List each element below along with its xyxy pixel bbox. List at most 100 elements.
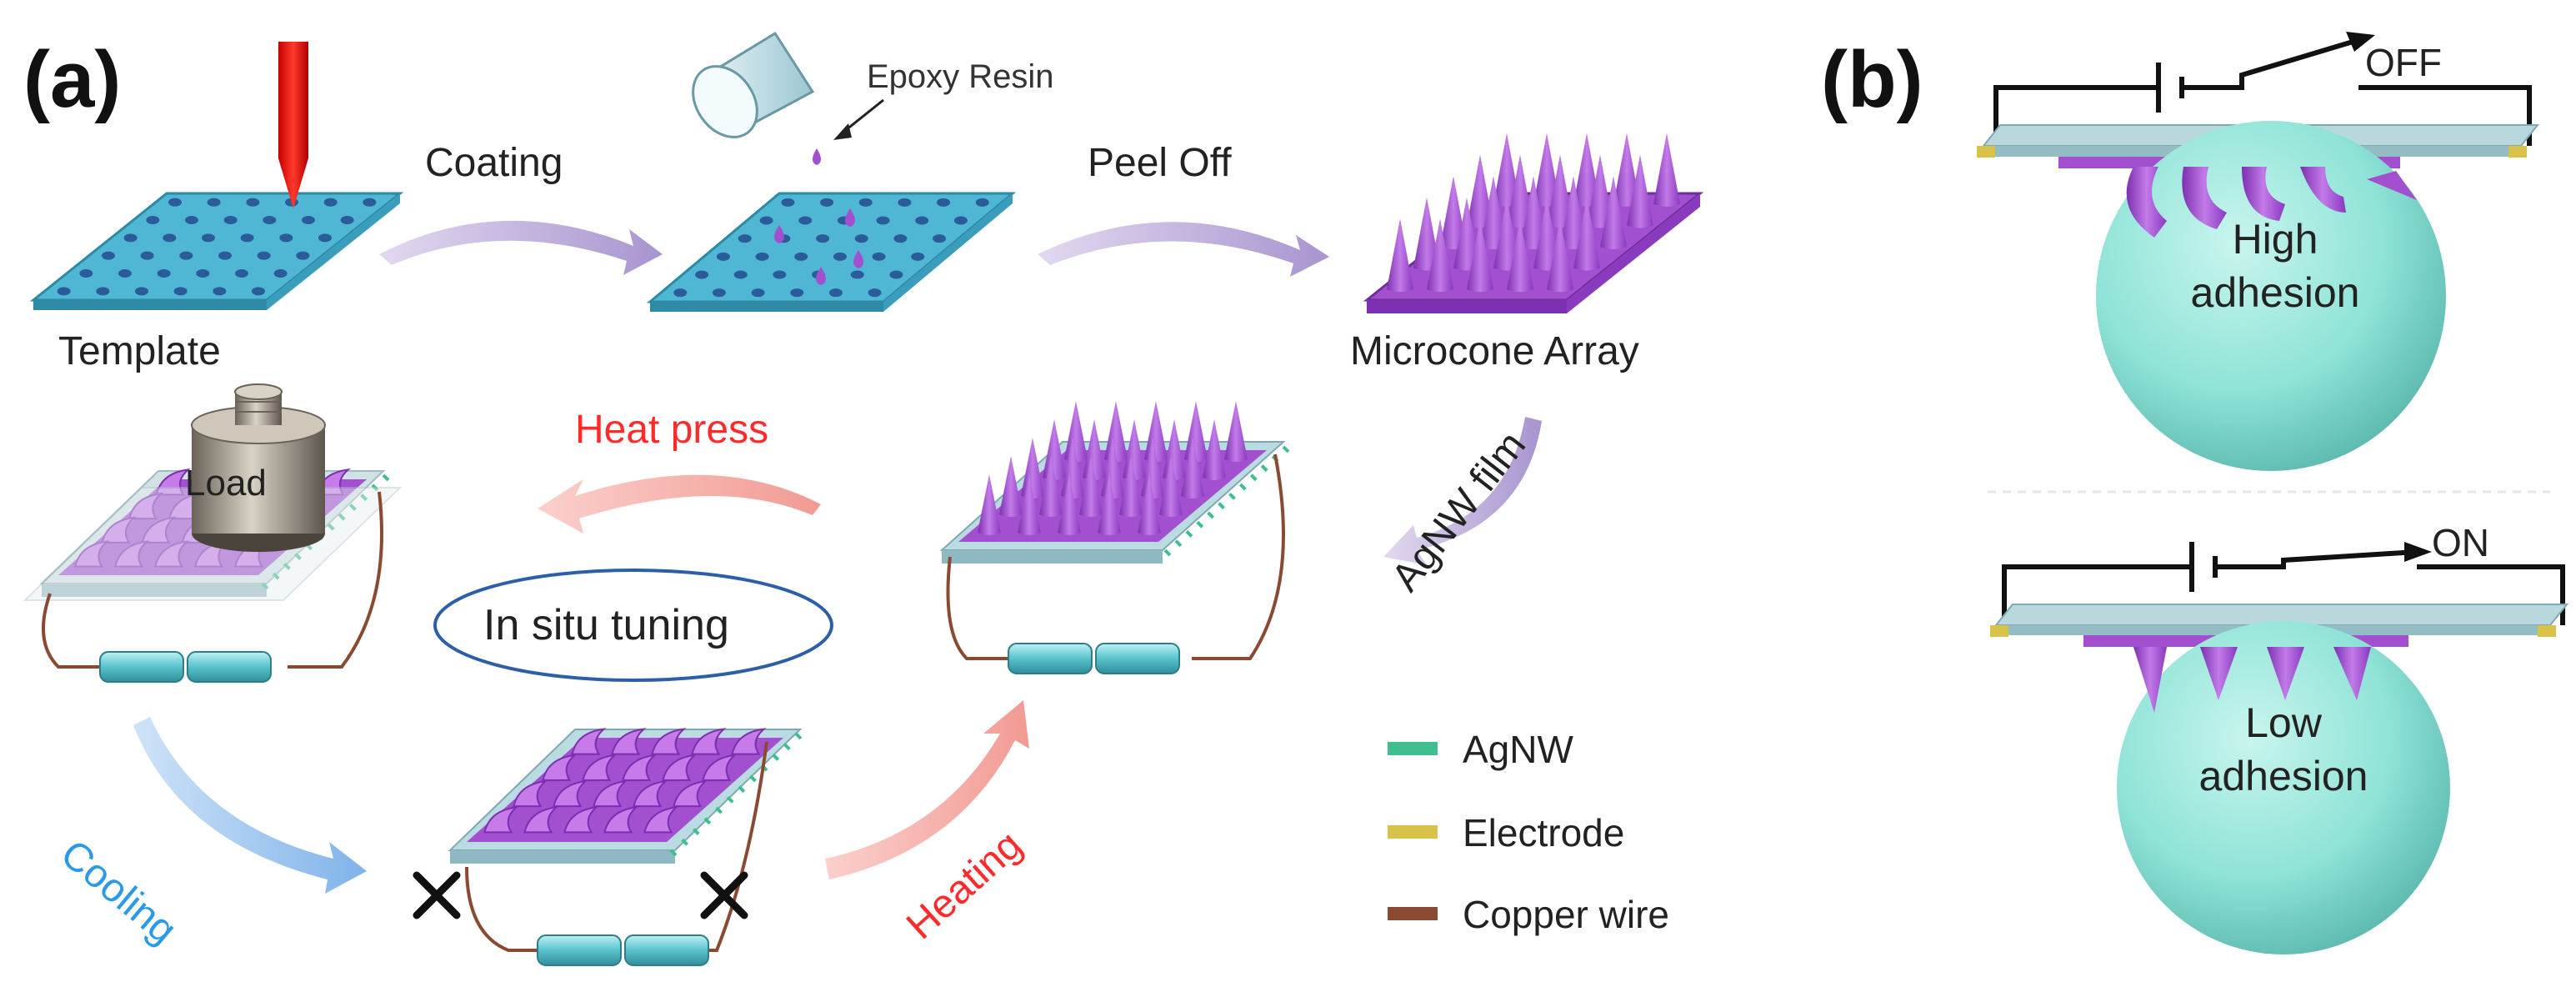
- bent-microcone: [542, 754, 578, 781]
- high-adhesion-label: High adhesion: [2150, 213, 2400, 319]
- microcone: [1453, 197, 1480, 271]
- template-hole: [296, 251, 310, 260]
- template-hole: [781, 198, 795, 207]
- bent-microcone: [651, 728, 687, 755]
- template-hole: [96, 287, 110, 296]
- legend-electrode: Electrode: [1463, 811, 1625, 854]
- switch-off-label: OFF: [2365, 41, 2442, 84]
- bent-microcone: [691, 728, 727, 755]
- legend-agnw: AgNW: [1463, 728, 1573, 771]
- microcone: [1144, 401, 1168, 462]
- microcone: [1413, 197, 1440, 271]
- low-adhesion-label: Low adhesion: [2158, 696, 2408, 803]
- heat-press-arrow: [538, 474, 821, 534]
- low-adhesion-line2: adhesion: [2198, 753, 2368, 799]
- microcone: [1203, 419, 1226, 480]
- resistor: [1095, 643, 1180, 674]
- microcone: [1507, 154, 1533, 228]
- bent-microcone: [571, 728, 607, 755]
- template-hole: [302, 216, 315, 224]
- microcone: [1119, 456, 1143, 517]
- template-hole: [738, 234, 752, 243]
- microcone: [1039, 456, 1063, 517]
- template-hole: [868, 288, 882, 298]
- microcone: [1467, 218, 1493, 293]
- template-hole: [798, 216, 813, 225]
- bent-microcone: [128, 492, 164, 520]
- resistor: [1008, 643, 1093, 674]
- template-hole: [207, 198, 221, 207]
- microcone: [1427, 218, 1453, 293]
- template-hole: [157, 269, 171, 278]
- agnw-film-arrow: [1383, 417, 1542, 565]
- template-hole: [185, 216, 198, 224]
- template-hole: [102, 251, 115, 260]
- device-bottom: [413, 728, 803, 966]
- microcone: [1573, 133, 1600, 207]
- load-label: Load: [185, 463, 267, 504]
- microcone: [1104, 401, 1128, 462]
- template-hole: [135, 287, 148, 296]
- microcone: [1064, 401, 1088, 462]
- bent-microcone: [153, 540, 190, 568]
- laser-needle: [278, 42, 308, 208]
- low-adhesion-line1: Low: [2245, 699, 2322, 746]
- high-adhesion-line1: High: [2232, 216, 2318, 263]
- template-hole: [146, 216, 160, 224]
- template-hole: [140, 251, 154, 260]
- microcone: [1587, 154, 1613, 228]
- resistor: [187, 651, 272, 683]
- panel-b-top: [1977, 32, 2540, 471]
- template-hole: [340, 216, 354, 224]
- resistor: [537, 934, 622, 966]
- panel-b-bottom: [1990, 542, 2569, 954]
- template-hole: [833, 252, 847, 261]
- bent-microcone: [523, 805, 559, 834]
- microcone: [1061, 438, 1084, 499]
- resin-cup: [692, 31, 815, 138]
- template-hole: [790, 288, 804, 298]
- bent-microcone: [113, 540, 150, 568]
- microcone: [1021, 438, 1044, 499]
- microcone: [1058, 474, 1081, 535]
- microcone: [1480, 176, 1507, 249]
- bent-microcone: [553, 779, 588, 808]
- device-right: [939, 401, 1290, 674]
- microcone: [1123, 419, 1146, 480]
- microcone: [1507, 218, 1533, 293]
- template-hole: [223, 216, 238, 224]
- template-hole: [179, 251, 193, 260]
- template-hole: [235, 269, 248, 278]
- template-hole: [213, 287, 227, 296]
- template-hole: [163, 233, 177, 243]
- template-hole: [933, 234, 947, 243]
- heat-press-label: Heat press: [575, 408, 769, 452]
- switch-on-label: ON: [2432, 521, 2489, 564]
- bent-microcone: [155, 468, 191, 496]
- bent-microcone: [662, 754, 698, 781]
- template-hole: [257, 251, 271, 260]
- template-hole: [263, 216, 277, 224]
- template-hole: [733, 270, 748, 279]
- in-situ-tuning-label: In situ tuning: [483, 601, 729, 649]
- template-hole: [854, 234, 868, 243]
- microcone: [1440, 176, 1467, 249]
- microcone: [1043, 419, 1066, 480]
- template-hole: [695, 270, 709, 279]
- epoxy-resin-label: Epoxy Resin: [867, 58, 1054, 95]
- template-hole: [252, 287, 265, 296]
- template-hole: [953, 216, 968, 225]
- template-hole: [751, 288, 765, 298]
- template-hole: [279, 233, 293, 243]
- template-hole: [218, 251, 232, 260]
- template-hole: [196, 269, 210, 278]
- template-hole: [889, 270, 903, 279]
- template-hole: [363, 198, 377, 207]
- bent-microcone: [73, 540, 110, 568]
- microcone: [1101, 438, 1124, 499]
- microcone: [1493, 133, 1520, 207]
- template-hole: [975, 198, 989, 207]
- bent-microcone: [702, 754, 738, 781]
- device-left: [23, 383, 403, 683]
